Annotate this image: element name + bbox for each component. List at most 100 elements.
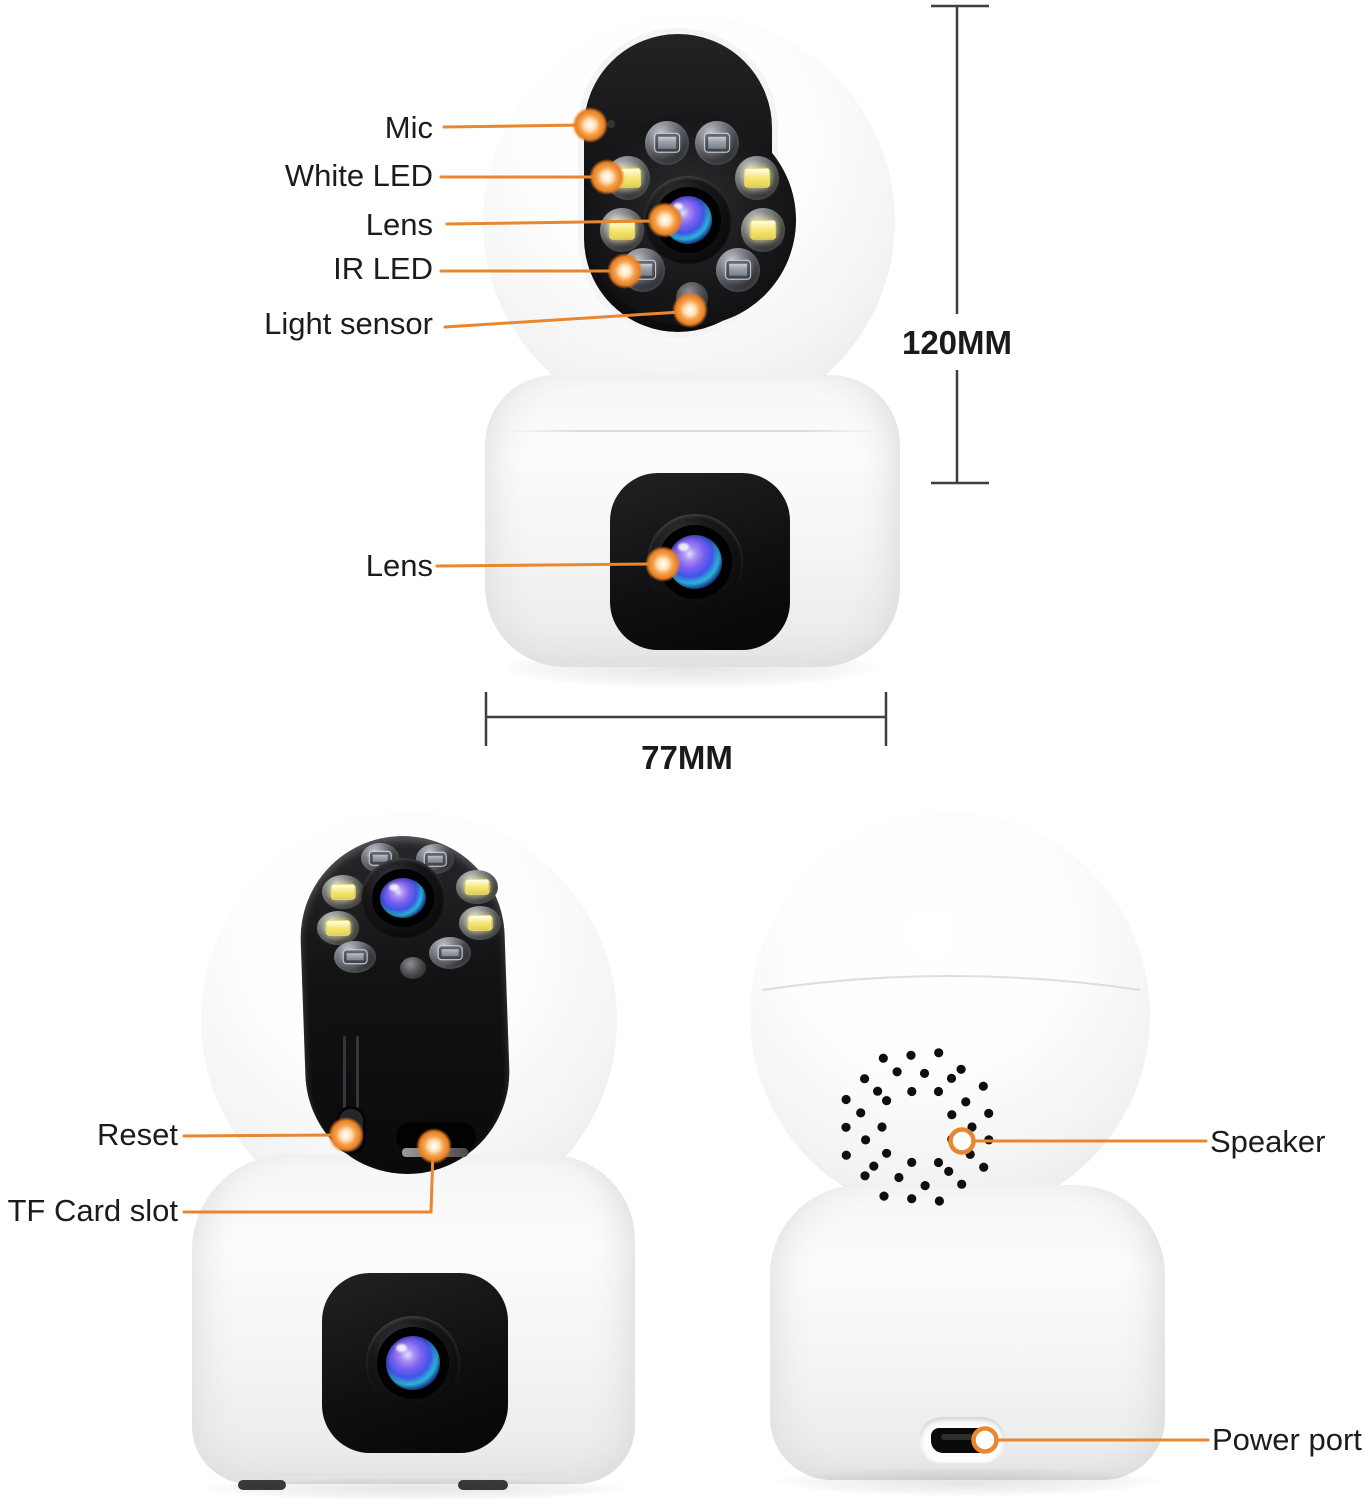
marker-ring-power-port (971, 1426, 999, 1454)
marker-dot-white-led (589, 159, 625, 195)
speaker-hole (841, 1150, 851, 1160)
ir-led-chip (342, 949, 368, 965)
white-led-chip (744, 167, 770, 189)
speaker-hole (841, 1122, 851, 1132)
white-led-chip (330, 883, 356, 901)
dimension-width-text: 77MM (641, 739, 733, 776)
white-led-left-lower (600, 208, 644, 252)
marker-dot-lens (647, 202, 683, 238)
leader-line-lens (445, 219, 658, 226)
leader-line-body-lens (435, 562, 652, 568)
speaker-hole (873, 1086, 883, 1096)
speaker-hole (877, 1122, 887, 1132)
back-head-seam (761, 975, 1141, 991)
speaker-hole (978, 1081, 988, 1091)
tilted-camera-shadow (205, 1478, 625, 1500)
marker-dot-reset (328, 1117, 364, 1153)
label-white-led: White LED (284, 158, 433, 193)
body-lens-glint (678, 543, 689, 551)
speaker-hole (934, 1048, 944, 1058)
white-led-l2 (317, 911, 359, 945)
speaker-hole (907, 1086, 917, 1097)
speaker-hole (934, 1196, 944, 1206)
label-ir-led: IR LED (333, 251, 433, 286)
speaker-hole (882, 1148, 892, 1158)
ir-led-chip (725, 259, 751, 281)
speaker-holes (841, 1048, 994, 1206)
ir-led-top-right (695, 121, 739, 165)
speaker-hole (841, 1094, 851, 1105)
white-led-chip (325, 919, 351, 937)
label-tf-card-slot: TF Card slot (7, 1193, 178, 1228)
speaker-hole (907, 1194, 917, 1204)
white-led-chip (750, 219, 776, 241)
speaker-hole (984, 1108, 994, 1118)
label-body-lens: Lens (365, 548, 433, 583)
speaker-hole (879, 1191, 889, 1201)
label-reset: Reset (97, 1117, 178, 1152)
speaker-hole (933, 1086, 944, 1097)
back-camera-shadow (778, 1468, 1158, 1496)
speaker-hole (919, 1068, 930, 1078)
white-led-chip (467, 914, 493, 932)
white-led-right-upper (735, 156, 779, 200)
white-led-l1 (322, 875, 364, 909)
ir-led-bottom-right (716, 248, 760, 292)
speaker-hole (957, 1179, 967, 1189)
marker-dot-light-sensor (672, 292, 708, 328)
white-led-right-lower (741, 208, 785, 252)
speaker-hole (892, 1067, 902, 1077)
power-port-usb-pin (941, 1434, 981, 1440)
mic-hole (607, 120, 615, 128)
speaker-hole (947, 1110, 957, 1120)
speaker-hole (967, 1122, 977, 1132)
back-camera-head (750, 812, 1150, 1218)
marker-dot-body-lens (645, 546, 681, 582)
marker-ring-speaker (948, 1127, 976, 1155)
white-led-chip (464, 878, 490, 896)
front-camera-body-seam (505, 430, 880, 432)
light-sensor-dome-tilted (400, 957, 426, 979)
leader-line-mic (442, 123, 585, 129)
label-power-port: Power port (1212, 1422, 1362, 1457)
label-lens: Lens (365, 207, 433, 242)
tilted-lens-glint (389, 884, 399, 891)
speaker-hole (878, 1053, 888, 1063)
tilted-camera-foot-left (238, 1480, 286, 1490)
speaker-hole (860, 1074, 870, 1084)
ir-led-chip (654, 132, 680, 154)
white-led-r2 (459, 906, 501, 940)
speaker-hole (856, 1108, 866, 1118)
leader-line-tf-card (182, 1148, 435, 1214)
tilted-lens-iris (380, 878, 426, 918)
tilted-camera-foot-right (458, 1480, 508, 1490)
ir-led-chip (437, 945, 463, 961)
ir-led-bl (334, 941, 376, 973)
label-light-sensor: Light sensor (264, 306, 433, 341)
speaker-hole (906, 1050, 916, 1060)
tilted-base-lens-glint (396, 1344, 407, 1352)
reset-prong-left (343, 1036, 346, 1112)
ir-led-br (429, 937, 471, 969)
marker-dot-ir-led (607, 253, 643, 289)
speaker-hole (944, 1166, 954, 1176)
speaker-hole (933, 1157, 944, 1168)
ir-led-chip (423, 851, 447, 867)
white-led-r1 (456, 870, 498, 904)
speaker-hole (920, 1181, 930, 1191)
speaker-hole (979, 1162, 989, 1172)
speaker-hole (860, 1171, 870, 1181)
main-lens-glint (673, 203, 683, 210)
marker-dot-mic (572, 107, 608, 143)
speaker-hole (946, 1073, 957, 1083)
ir-led-chip (704, 132, 730, 154)
dimension-height-text: 120MM (901, 324, 1013, 361)
speaker-hole (956, 1064, 966, 1074)
leader-line-reset (182, 1133, 340, 1138)
speaker-hole (869, 1161, 879, 1171)
ir-led-top-left (645, 121, 689, 165)
speaker-hole (894, 1172, 904, 1183)
label-speaker: Speaker (1210, 1124, 1326, 1159)
